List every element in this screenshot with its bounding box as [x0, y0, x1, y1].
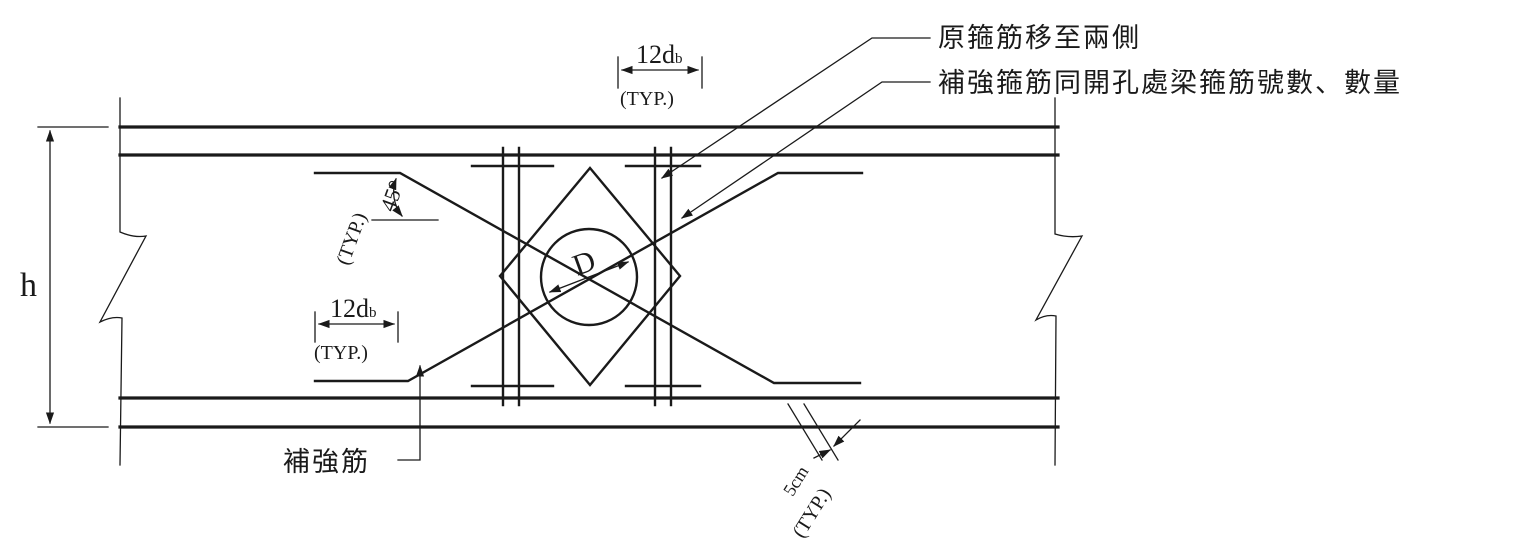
opening: D: [498, 166, 682, 387]
diameter-dim-line: [548, 261, 630, 293]
height-dimension: h: [20, 126, 109, 428]
spacing-ext-2: [803, 403, 839, 461]
mid-dev-label: 12db: [330, 294, 377, 323]
spacing-arrow-2: [833, 419, 861, 447]
callout-1-text: 原箍筋移至兩側: [938, 23, 1141, 54]
callout-1-leader: [661, 37, 931, 179]
top-dev-label: 12db: [636, 40, 683, 69]
spacing-label: 5cm: [779, 462, 812, 499]
mid-dev-length-dimension: 12db (TYP.): [314, 294, 399, 364]
opening-circle: [539, 227, 639, 327]
spacing-arrow-1: [813, 449, 832, 459]
height-label: h: [20, 267, 37, 304]
break-lines: [98, 97, 1084, 466]
reinforcement-leader: [397, 364, 425, 461]
top-dev-length-dimension: 12db (TYP.): [617, 40, 703, 110]
stirrups: [470, 146, 702, 407]
spacing-ext-1: [787, 403, 823, 461]
beam-edges: [118, 125, 1060, 429]
mid-dev-typ-label: (TYP.): [314, 342, 368, 364]
callout-2-leader: [681, 81, 931, 219]
left-break-line: [98, 97, 148, 466]
spacing-annotation: 5cm (TYP.): [779, 403, 861, 542]
angle-arc: [388, 177, 403, 217]
reinforcement-text: 補強筋: [283, 447, 370, 478]
angle-typ-label: (TYP.): [332, 210, 371, 268]
opening-diamond-bars: [498, 166, 682, 387]
angle-annotation: 45° (TYP.): [332, 177, 439, 268]
right-break-line: [1034, 97, 1084, 466]
callout-2-text: 補強箍筋同開孔處梁箍筋號數、數量: [938, 68, 1402, 99]
diameter-label: D: [568, 244, 600, 282]
callout-leaders: [397, 37, 931, 461]
angle-label: 45°: [375, 177, 409, 215]
top-dev-typ-label: (TYP.): [620, 88, 674, 110]
